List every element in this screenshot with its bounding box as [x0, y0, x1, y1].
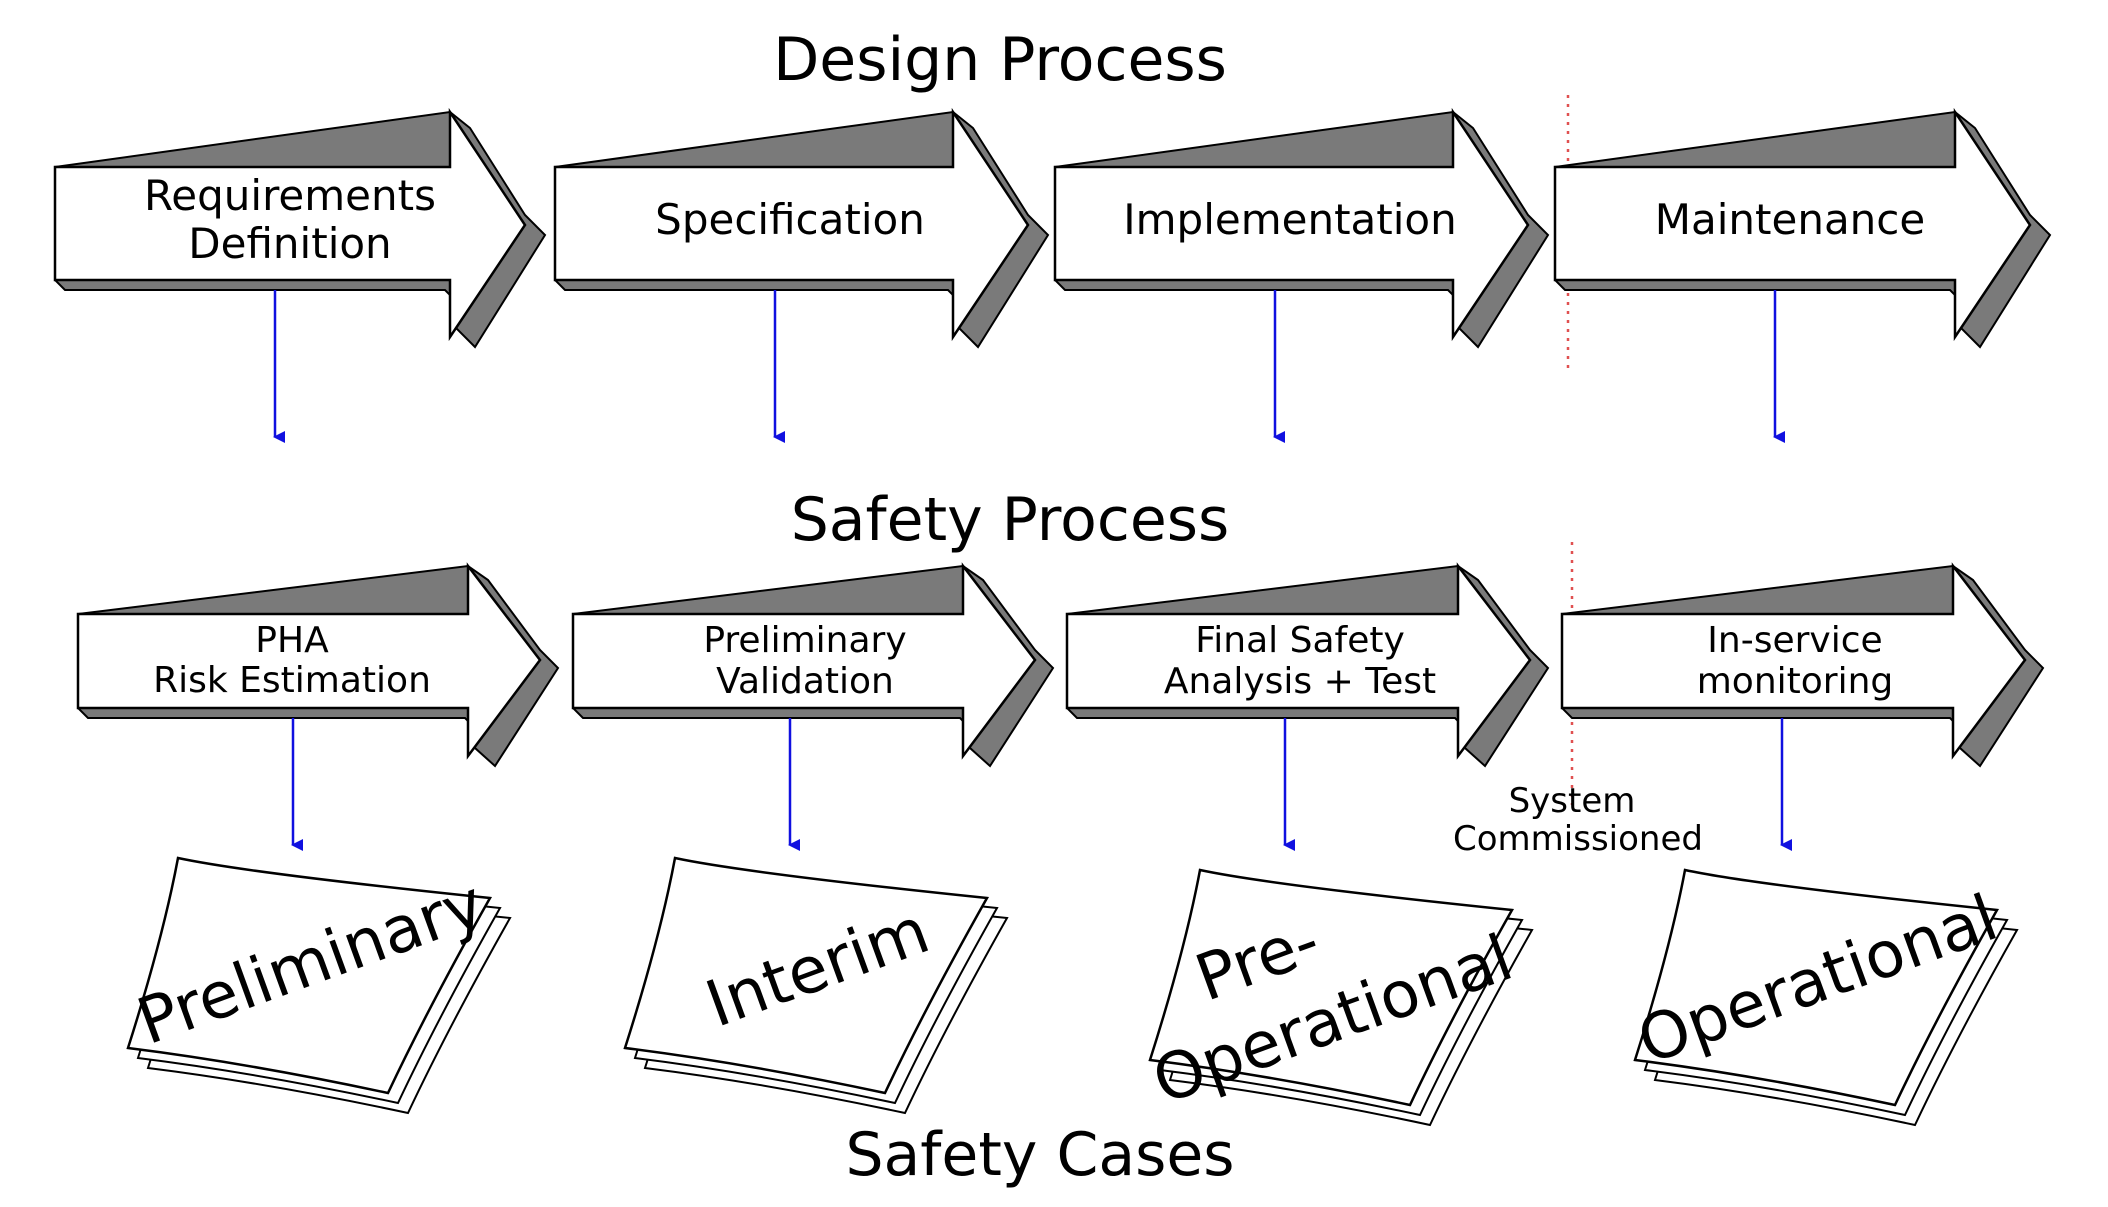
doc-3-sheet-1 [1148, 868, 1515, 1107]
system-commissioned-note: System Commissioned [1453, 781, 1703, 859]
design-process-title: Design Process [773, 25, 1227, 95]
design-arrow-1 [53, 107, 527, 342]
safety-case-operational: Operational [1629, 868, 2019, 1127]
design-step-requirements: Requirements Definition [53, 107, 547, 349]
design-step-1-line-1: Requirements [144, 171, 436, 220]
design-step-2-line-1: Specification [655, 195, 925, 244]
safety-step-1-line-1: PHA [255, 620, 329, 661]
safety-case-interim: Interim [623, 856, 1009, 1115]
milestone-line-1: System [1509, 781, 1636, 821]
design-step-3-line-1: Implementation [1123, 195, 1457, 244]
safety-step-4-line-1: In-service [1707, 620, 1882, 661]
design-step-4-line-1: Maintenance [1655, 195, 1925, 244]
safety-step-3-line-2: Analysis + Test [1164, 661, 1436, 702]
milestone-line-2: Commissioned [1453, 819, 1703, 859]
safety-arrow-3 [1065, 562, 1532, 760]
doc-4-sheet-1 [1633, 868, 2000, 1107]
safety-step-2-line-2: Validation [716, 661, 894, 702]
design-connectors [273, 290, 1785, 443]
safety-arrow-4 [1560, 562, 2027, 760]
safety-step-2-line-1: Preliminary [703, 620, 906, 661]
design-step-implementation: Implementation [1053, 107, 1550, 349]
safety-step-in-service: In-service monitoring [1560, 562, 2045, 768]
design-step-specification: Specification [553, 107, 1050, 349]
safety-step-3-line-1: Final Safety [1195, 620, 1405, 661]
safety-step-4-line-2: monitoring [1697, 661, 1894, 702]
safety-arrow-1 [76, 562, 542, 760]
safety-arrow-2 [571, 562, 1037, 760]
safety-cases-title: Safety Cases [845, 1120, 1234, 1190]
safety-step-final-analysis: Final Safety Analysis + Test [1065, 562, 1550, 768]
safety-case-preliminary: Preliminary [126, 856, 512, 1115]
design-arrow-3 [1053, 107, 1530, 342]
design-step-1-line-2: Definition [188, 219, 391, 268]
safety-step-1-line-2: Risk Estimation [153, 660, 431, 701]
safety-case-pre-operational: Pre- Operational [1144, 868, 1534, 1127]
safety-step-pha: PHA Risk Estimation [76, 562, 560, 768]
design-arrow-2 [553, 107, 1030, 342]
design-arrow-4 [1553, 107, 2032, 342]
doc-2-sheet-1 [623, 856, 990, 1095]
safety-process-title: Safety Process [791, 485, 1230, 555]
safety-connectors [291, 718, 1792, 851]
design-step-maintenance: Maintenance [1553, 107, 2052, 349]
safety-step-preliminary-validation: Preliminary Validation [571, 562, 1055, 768]
doc-1-sheet-1 [126, 856, 493, 1095]
